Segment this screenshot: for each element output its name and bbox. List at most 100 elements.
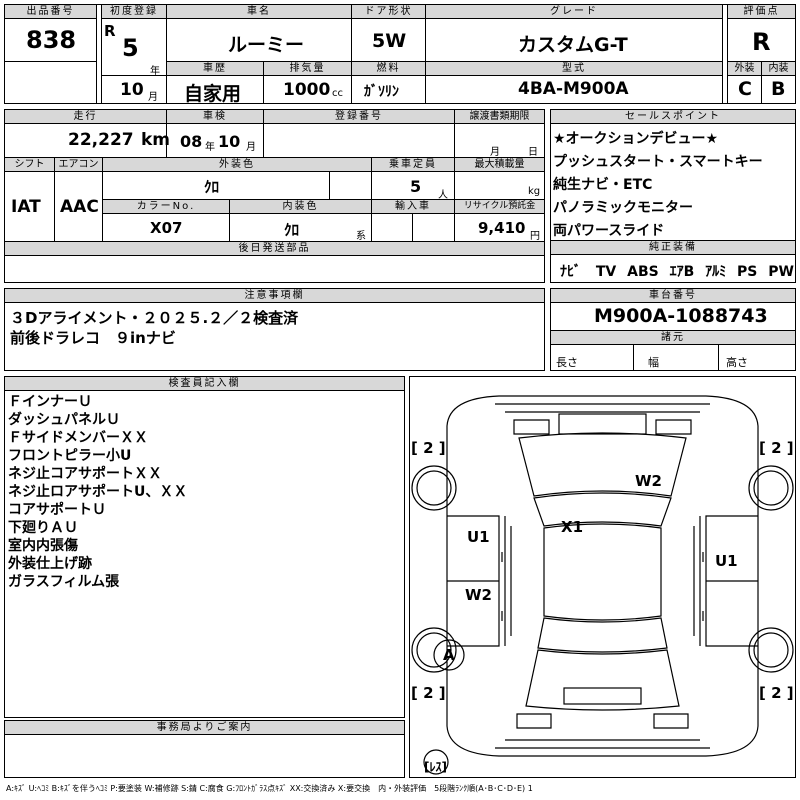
wheel-rear-left [411,627,457,673]
shift-label: シフト [4,157,55,172]
front-grille [558,413,647,435]
chassis-label: 車台番号 [550,288,796,303]
specs-length: 長さ [556,356,578,369]
lot-label: 出品番号 [4,4,97,19]
windshield [533,492,672,527]
notes-lines: ３Dアライメント・２０２５.２／２検査済 前後ドラレコ ９inナビ [10,308,298,348]
specs-width-cell [633,344,719,371]
equipment-item: ｱﾙﾐ [705,264,727,280]
inspector-line: フロントピラー小U [8,448,132,464]
fuel-label: 燃料 [351,61,426,76]
sales-point-item: 純生ナビ・ETC [553,177,653,193]
mark-tl: [ 2 ] [411,439,446,457]
fuel-value: ｶﾞｿﾘﾝ [364,84,399,100]
later-parts-label: 後日発送部品 [4,241,545,256]
inspection-year-unit: 年 [205,142,215,153]
inspector-cell [4,390,405,718]
equipment-item: TV [595,264,617,280]
chassis-value: M900A-1088743 [594,305,768,327]
capacity-value: 5 [410,177,422,196]
roof [543,523,662,621]
model-value: 4BA-M900A [518,79,629,99]
legend: A:ｷｽﾞ U:ﾍｺﾐ B:ｷｽﾞを伴うﾍｺﾐ P:要塗装 W:補修跡 S:錆 … [6,784,533,793]
mark-w2-top: W2 [635,472,662,490]
sales-point-item: プッシュスタート・スマートキー [553,154,763,170]
inspector-line: ネジ止コアサポートＸＸ [8,466,162,482]
specs-height-cell [718,344,796,371]
displacement-value: 1000 [283,80,331,100]
notes-label: 注意事項欄 [4,288,545,303]
grade-label: グレード [425,4,723,19]
inspector-lines: ＦインナーＵ ダッシュパネルＵ ＦサイドメンバーＸＸ フロントピラー小U ネジ止… [8,393,187,591]
mark-w2-left: W2 [465,586,492,604]
mark-br: [ 2 ] [759,684,794,702]
color-no-label: カラーNo. [102,199,230,214]
recycle-label: リサイクル預託金 [454,199,545,214]
wheel-rear-right-inner [753,632,789,668]
lot-blank [4,61,97,104]
inspector-line: ガラスフィルム張 [8,574,120,590]
rear-plate [563,687,642,705]
displacement-label: 排気量 [263,61,352,76]
lot-number: 838 [26,26,77,54]
mileage-value: 22,227 [68,130,134,150]
score-ext: C [738,78,752,100]
door-handles [501,552,704,621]
ext-color-extra [329,171,372,200]
front-lights [513,419,692,435]
wheel-front-left-inner [416,470,452,506]
reg-no-label: 登録番号 [263,109,455,124]
first-reg-year: 5 [122,34,139,62]
inspector-line: 室内内張傷 [8,538,78,554]
import-label: 輸入車 [371,199,455,214]
int-color-cell [229,213,372,242]
car-diagram: [ 2 ] [ 2 ] [ 2 ] [ 2 ] W2 X1 U1 U1 W2 A… [411,395,794,775]
door-label: ドア形状 [351,4,426,19]
transfer-day: 日 [528,147,538,158]
hood [518,432,687,497]
mark-tr: [ 2 ] [759,439,794,457]
inspection-year: 08 [180,132,203,151]
mark-a: A [443,646,455,664]
import-cell [371,213,413,242]
score-ext-label: 外装 [727,61,762,76]
mileage-label: 走行 [4,109,167,124]
mark-bl: [ 2 ] [411,684,446,702]
first-reg-month: 10 [120,80,144,100]
mark-x1: X1 [561,518,583,536]
first-reg-era: R [104,22,116,40]
inspector-line: ネジ止ロアサポートU、ＸＸ [8,484,188,500]
mileage-unit: km [141,130,171,150]
score-int-label: 内装 [761,61,796,76]
first-reg-label: 初度登録 [101,4,167,19]
transfer-month: 月 [490,147,500,158]
ext-color-value: ｸﾛ [204,178,220,196]
ext-color-label: 外装色 [102,157,372,172]
specs-height: 高さ [726,356,748,369]
first-reg-month-unit: 月 [148,92,158,103]
first-reg-year-unit: 年 [150,66,160,77]
equipment-label: 純正装備 [550,240,796,255]
mark-res: [ﾚｽ] [424,760,447,774]
inspection-label: 車検 [166,109,264,124]
front-bumper [495,403,710,413]
sales-point-item: パノラミックモニター [553,200,693,216]
grade-value: カスタムG-T [518,34,628,56]
transfer-label: 譲渡書類期限 [454,109,545,124]
wheel-rear-left-inner [416,632,452,668]
mark-a-circle [433,639,465,671]
history-label: 車歴 [166,61,264,76]
import-cell-2 [412,213,455,242]
inspector-line: ＦサイドメンバーＸＸ [8,430,148,446]
sales-points-label: セールスポイント [550,109,796,124]
recycle-value: 9,410 [478,219,526,237]
equipment-item: ABS [627,264,659,280]
left-side-detail [504,516,512,646]
inspection-month-unit: 月 [246,142,256,153]
notes-line: ３Dアライメント・２０２５.２／２検査済 [10,309,299,327]
shift-value: IAT [11,197,41,217]
notes-line: 前後ドラレコ ９inナビ [10,329,176,347]
inspector-label: 検査員記入欄 [4,376,405,391]
inspector-line: 外装仕上げ跡 [8,556,92,572]
inspector-line: 下廻りＡＵ [8,520,78,536]
